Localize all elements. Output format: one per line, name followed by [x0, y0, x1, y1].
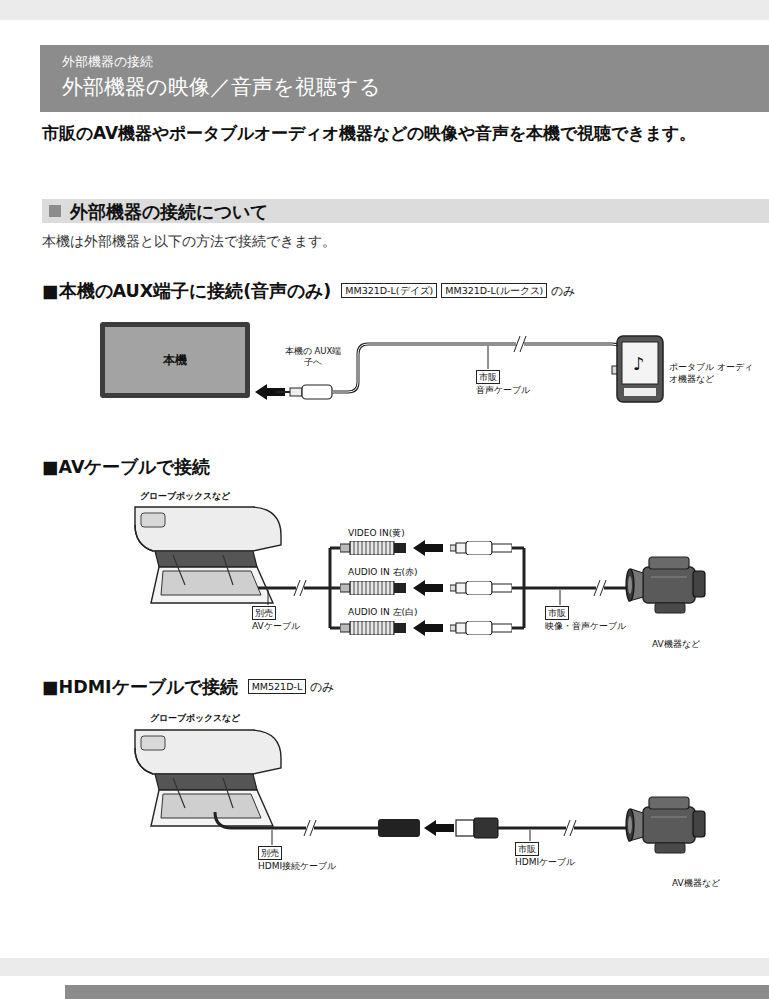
cable-name: 映像・音声ケーブル: [545, 620, 626, 632]
aux-diagram: ♪: [255, 336, 663, 402]
section-heading: ■HDMIケーブルで接続: [42, 675, 238, 699]
text-label: グローブボックスなど: [150, 712, 240, 725]
text-label: ポータブル オーディオ機器など: [669, 362, 761, 385]
band-text: 外部機器の映像／音声を視聴する: [62, 73, 381, 101]
page-strip: [0, 0, 769, 20]
page-strip: [0, 958, 769, 976]
text-label: VIDEO IN(黄): [348, 527, 405, 540]
text-label: AV機器など: [672, 877, 720, 890]
model-badge: MM521D-L: [248, 679, 307, 694]
model-badge: MM321D-L(デイズ): [341, 283, 437, 298]
cable-tag: 別売HDMI接続ケーブル: [258, 846, 336, 872]
cable-tag: 市販HDMIケーブル: [515, 842, 575, 868]
band-text: 外部機器の接続: [62, 53, 153, 71]
badge-text: MM521D-L: [252, 680, 303, 693]
hdmi-diagram: [135, 730, 705, 853]
text-label: AUDIO IN 左(白): [348, 606, 418, 619]
screen-text: 本機: [163, 352, 187, 369]
text-label: 本機は外部機器と以下の方法で接続できます。: [42, 233, 336, 251]
badge-text: MM321D-L(ルークス): [445, 284, 543, 297]
text-label: グローブボックスなど: [140, 490, 230, 503]
source-mark: 市販: [515, 842, 539, 856]
section-heading: ■AVケーブルで接続: [42, 455, 210, 479]
bar-text: 外部機器の接続について: [70, 200, 268, 224]
section-heading: ■本機のAUX端子に接続(音声のみ): [42, 279, 331, 303]
bar-square: [49, 205, 61, 217]
cable-tag: 市販音声ケーブル: [476, 370, 530, 396]
source-mark: 別売: [258, 846, 282, 860]
unit-screen: 本機: [100, 322, 250, 398]
cable-tag: 別売AVケーブル: [252, 606, 300, 632]
source-mark: 別売: [252, 606, 276, 620]
svg-text:♪: ♪: [633, 353, 645, 374]
text-label: のみ: [310, 679, 334, 696]
source-mark: 市販: [545, 606, 569, 620]
text-label: のみ: [551, 283, 575, 300]
cable-name: HDMIケーブル: [515, 856, 575, 868]
source-mark: 市販: [476, 370, 500, 384]
text-label: 本機の AUX端子へ: [284, 346, 342, 368]
cable-name: 音声ケーブル: [476, 384, 530, 396]
section-heading: 市販のAV機器やポータブルオーディオ機器などの映像や音声を本機で視聴できます。: [42, 122, 696, 145]
badge-text: MM321D-L(デイズ): [345, 284, 433, 297]
page-strip: [65, 985, 769, 999]
text-label: AUDIO IN 右(赤): [348, 566, 418, 579]
header-band: 外部機器の接続外部機器の映像／音声を視聴する: [40, 45, 769, 112]
cable-tag: 市販映像・音声ケーブル: [545, 606, 626, 632]
cable-name: AVケーブル: [252, 620, 300, 632]
cable-name: HDMI接続ケーブル: [258, 860, 336, 872]
section-bar: 外部機器の接続について: [42, 199, 769, 223]
model-badge: MM321D-L(ルークス): [441, 283, 547, 298]
av-diagram: [135, 507, 705, 636]
text-label: AV機器など: [652, 638, 700, 651]
